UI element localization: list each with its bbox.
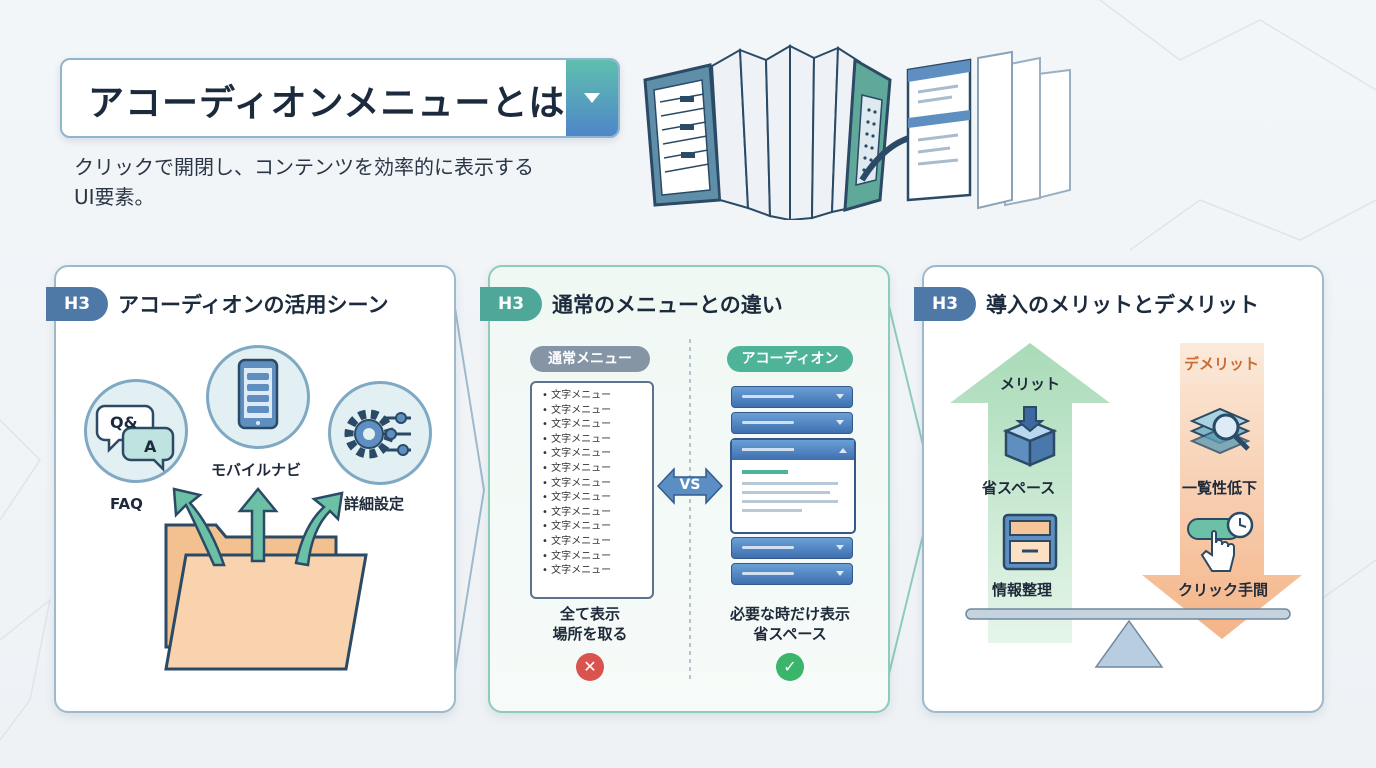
vs-arrows-icon	[656, 467, 724, 505]
pages-icon	[906, 50, 1071, 210]
normal-caption: 全て表示 場所を取る	[530, 604, 650, 644]
check-icon: ✓	[776, 653, 804, 681]
chevron-up-icon	[839, 448, 847, 453]
list-item: • 文字メニュー	[542, 506, 612, 518]
h3-tag: H3	[480, 287, 542, 321]
subtitle-line-2: UI要素。	[74, 185, 155, 209]
folder-icon	[164, 487, 368, 671]
chevron-down-icon	[584, 93, 600, 103]
subtitle-line-1: クリックで開閉し、コンテンツを効率的に表示する	[74, 155, 534, 179]
mobile-circle	[206, 345, 310, 449]
list-item: • 文字メニュー	[542, 404, 612, 416]
panel-title: 導入のメリットとデメリット	[986, 293, 1259, 317]
merit-label: メリット	[1000, 375, 1061, 393]
vs-label: VS	[679, 477, 701, 493]
dropdown-button[interactable]	[566, 60, 618, 136]
accordion-caption: 必要な時だけ表示 省スペース	[710, 604, 870, 644]
divider	[689, 339, 691, 679]
list-item: • 文字メニュー	[542, 521, 612, 533]
list-item: • 文字メニュー	[542, 565, 612, 577]
qa-a-text: A	[144, 437, 157, 456]
normal-menu-pill: 通常メニュー	[530, 346, 650, 372]
accordion-item[interactable]	[731, 386, 853, 408]
list-item: • 文字メニュー	[542, 535, 612, 547]
smartphone-icon	[237, 358, 279, 430]
chevron-connector-1	[453, 301, 486, 679]
h3-tag: H3	[914, 287, 976, 321]
list-item: • 文字メニュー	[542, 492, 612, 504]
qa-chat-icon: Q& A	[95, 404, 175, 473]
h3-tag: H3	[46, 287, 108, 321]
accordion-illustration	[643, 44, 1071, 220]
balance-scale	[965, 608, 1291, 668]
drawer-icon	[1002, 513, 1058, 571]
layers-search-icon	[1189, 407, 1251, 455]
panel-pros-cons: H3 導入のメリットとデメリット メリット デメリット 省スペース 情報整理 一…	[914, 265, 1324, 713]
normal-caption-line-2: 場所を取る	[552, 625, 628, 643]
list-item: • 文字メニュー	[542, 477, 612, 489]
settings-circle	[328, 381, 432, 485]
accordion-caption-line-1: 必要な時だけ表示	[729, 605, 850, 623]
subtitle: クリックで開閉し、コンテンツを効率的に表示する UI要素。	[74, 152, 594, 212]
label-mobile: モバイルナビ	[211, 461, 302, 479]
demerit-2: クリック手間	[1178, 581, 1269, 599]
normal-caption-line-1: 全て表示	[559, 605, 620, 623]
merit-2: 情報整理	[992, 581, 1053, 599]
demerit-1: 一覧性低下	[1182, 479, 1258, 497]
page-title: アコーディオンメニューとは	[88, 83, 566, 124]
demerit-arrow-down	[1142, 343, 1302, 639]
accordion-pill: アコーディオン	[727, 346, 853, 372]
panel-comparison: H3 通常のメニューとの違い 通常メニュー アコーディオン • 文字メニュー• …	[480, 265, 890, 713]
list-item: • 文字メニュー	[542, 550, 612, 562]
box-icon	[1002, 406, 1058, 467]
list-item: • 文字メニュー	[542, 462, 612, 474]
accordion-item[interactable]	[731, 537, 853, 559]
settings-gear-icon	[344, 409, 411, 459]
accordion-item-expanded[interactable]	[730, 438, 856, 534]
normal-menu-list: • 文字メニュー • 文字メニュー • 文字メニュー • 文字メニュー • 文字メニュー…	[530, 381, 654, 599]
accordion-instrument-icon	[643, 44, 892, 220]
panel-use-cases: H3 アコーディオンの活用シーン Q& A FAQ モバイルナビ	[46, 265, 456, 713]
label-faq: FAQ	[110, 495, 143, 513]
accordion-item[interactable]	[731, 412, 853, 434]
cross-icon: ✕	[576, 653, 604, 681]
accordion-caption-line-2: 省スペース	[753, 625, 827, 643]
panel-title: 通常のメニューとの違い	[552, 293, 783, 317]
list-item: • 文字メニュー	[542, 433, 612, 445]
click-clock-icon	[1187, 511, 1254, 572]
label-settings: 詳細設定	[344, 495, 405, 513]
list-item: • 文字メニュー	[542, 419, 612, 431]
list-item: • 文字メニュー	[542, 390, 612, 401]
demerit-label: デメリット	[1184, 355, 1260, 373]
faq-circle: Q& A	[84, 379, 188, 483]
qa-q-text: Q&	[110, 413, 138, 432]
accordion-item[interactable]	[731, 563, 853, 585]
panel-title: アコーディオンの活用シーン	[118, 293, 389, 317]
merit-1: 省スペース	[982, 479, 1056, 497]
list-item: • 文字メニュー	[542, 448, 612, 460]
title-box: アコーディオンメニューとは	[60, 58, 620, 138]
merit-arrow-up	[950, 343, 1110, 643]
